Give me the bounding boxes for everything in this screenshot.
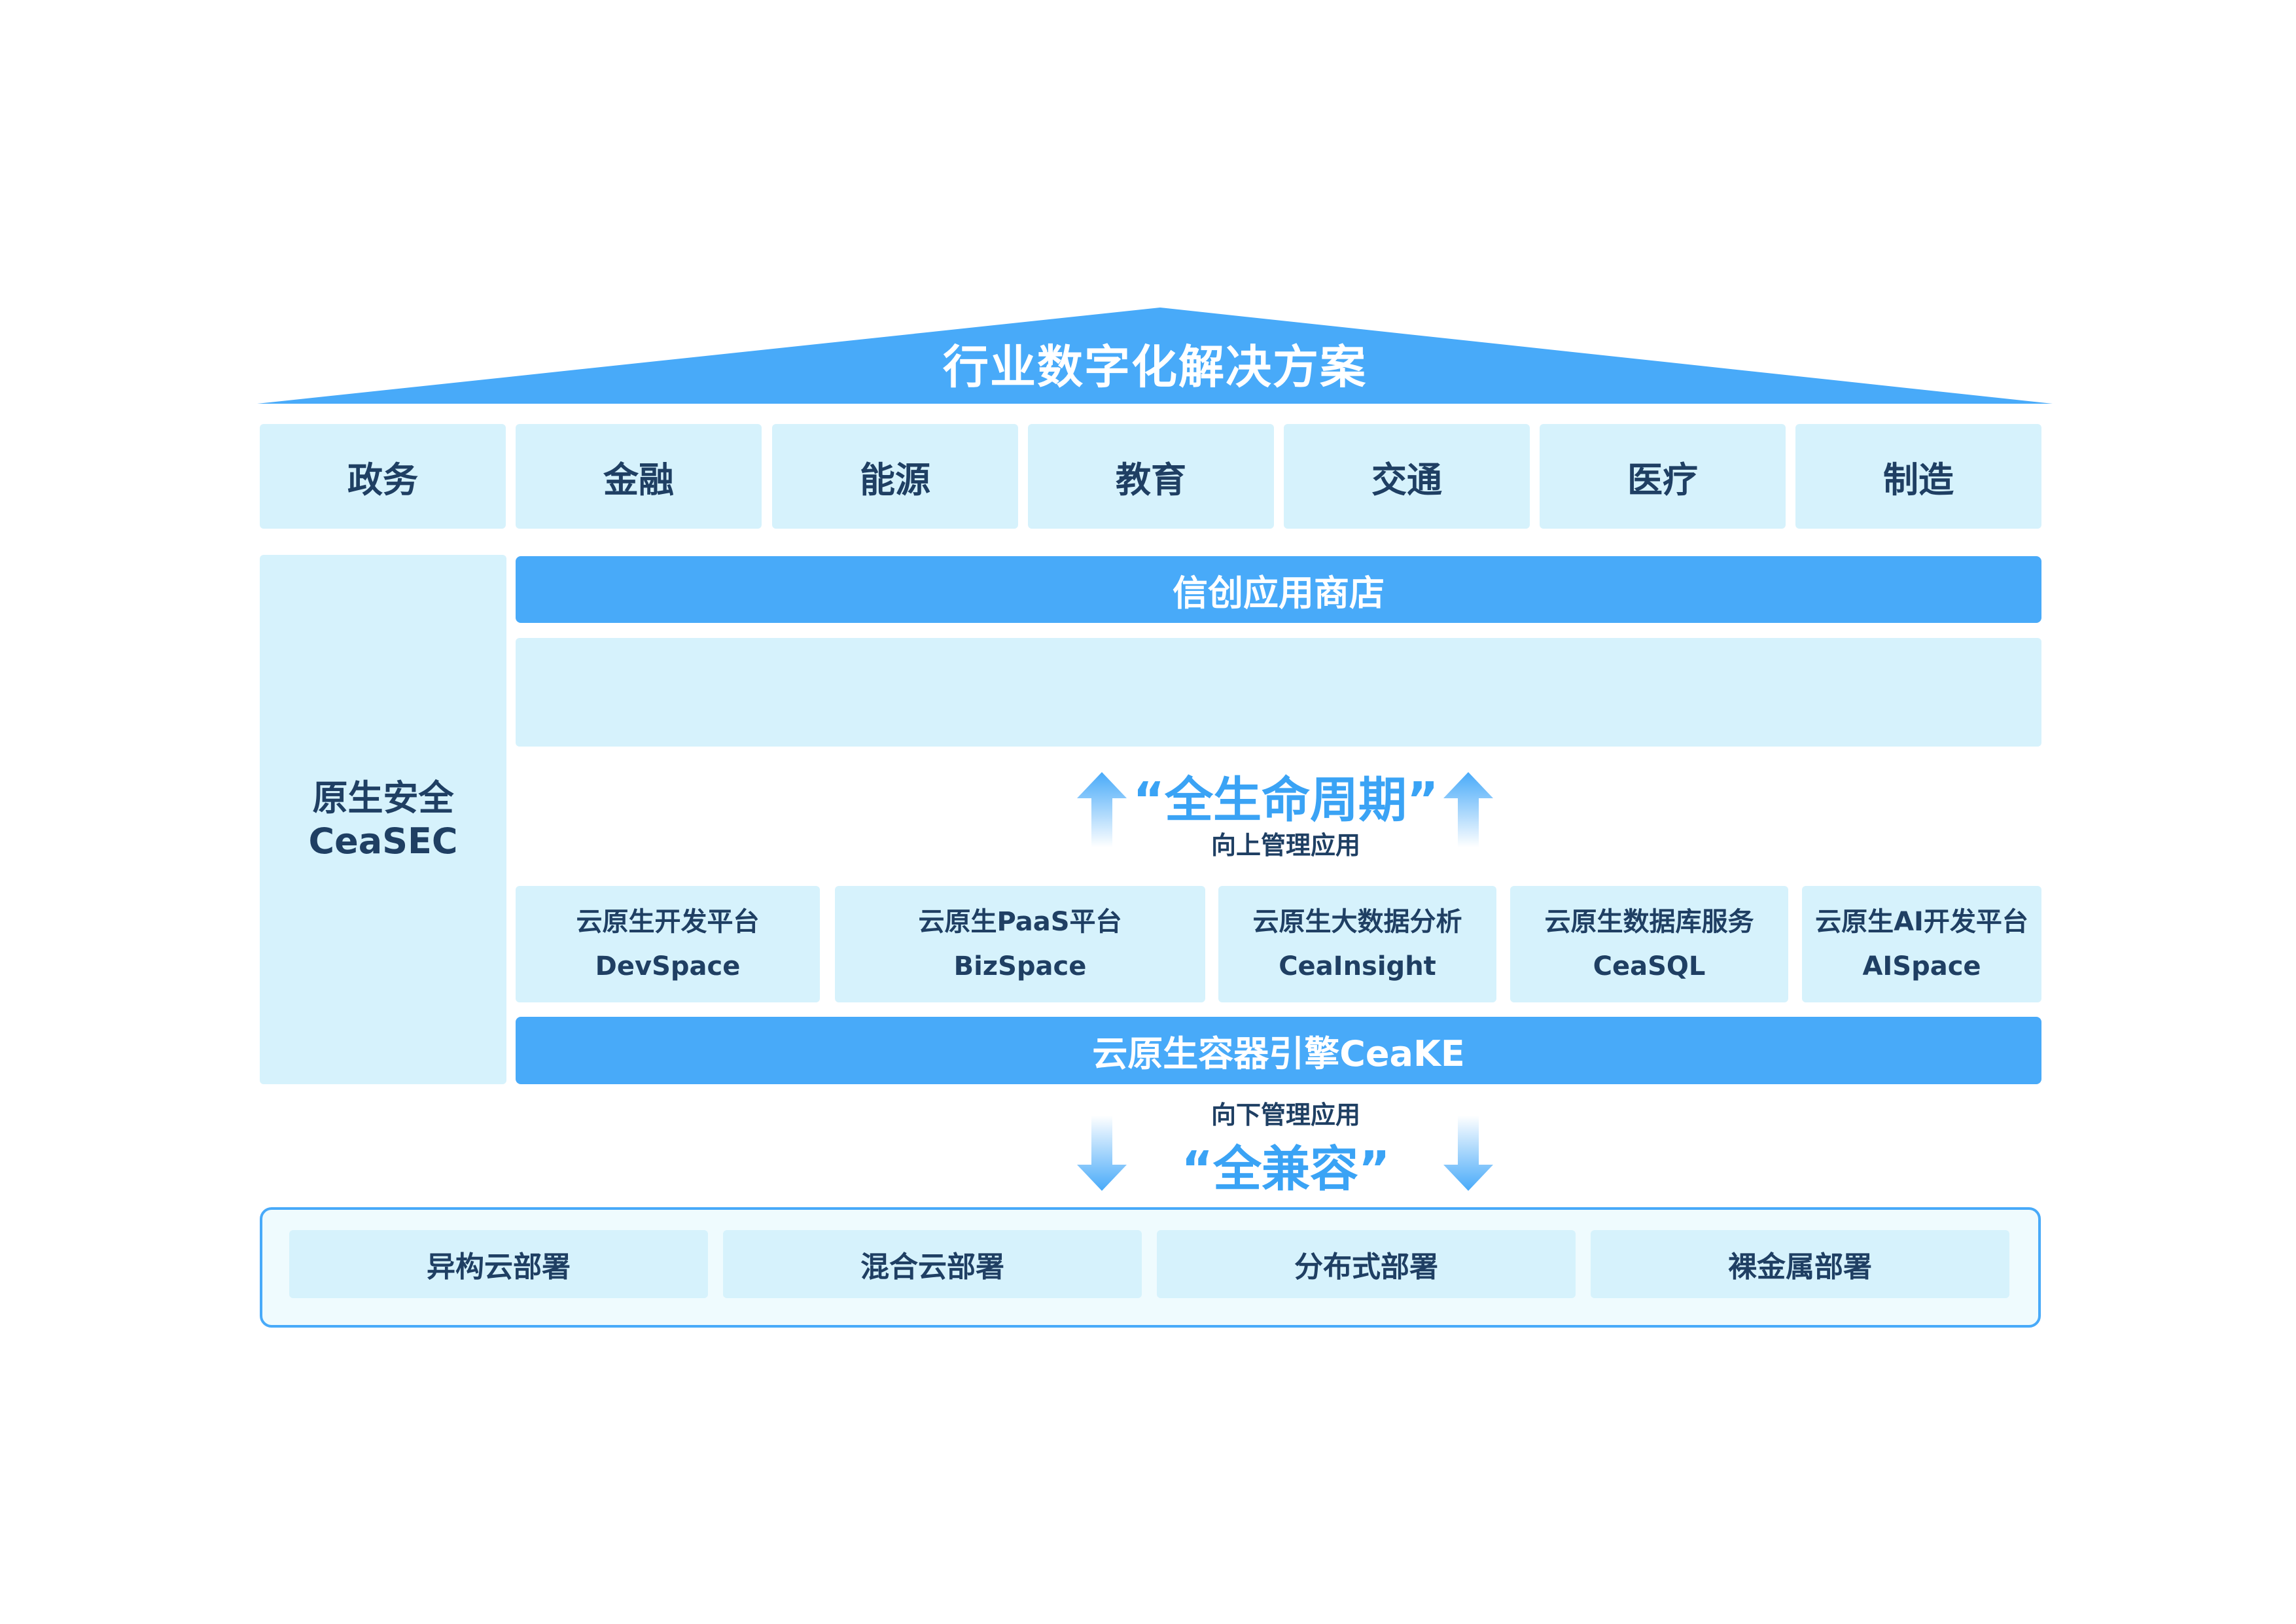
platform-card: 云原生大数据分析 CeaInsight [1218, 886, 1496, 1002]
industry-medical: 医疗 [1540, 424, 1786, 529]
security-code: CeaSEC [308, 820, 458, 862]
platform-card: 云原生开发平台 DevSpace [516, 886, 820, 1002]
security-label: 原生安全 [312, 777, 454, 819]
security-column: 原生安全 CeaSEC [260, 555, 506, 1084]
platform-name: 云原生数据库服务 [1544, 907, 1754, 937]
up-arrow-icon [1077, 772, 1127, 847]
platform-code: AISpace [1862, 951, 1981, 981]
platform-name: 云原生AI开发平台 [1815, 907, 2028, 937]
lifecycle-title: “全生命周期” [1133, 771, 1439, 828]
industry-transport: 交通 [1284, 424, 1530, 529]
deployment-heterogeneous: 异构云部署 [289, 1230, 708, 1298]
industry-gov: 政务 [260, 424, 506, 529]
empty-panel [516, 638, 2041, 747]
compatible-title: “全兼容” [1181, 1140, 1390, 1197]
platform-code: BizSpace [953, 951, 1087, 981]
down-arrow-icon [1077, 1116, 1127, 1191]
lifecycle-subtitle: 向上管理应用 [1210, 830, 1360, 860]
industry-energy: 能源 [772, 424, 1018, 529]
deployment-distributed: 分布式部署 [1157, 1230, 1576, 1298]
container-engine-bar: 云原生容器引擎CeaKE [516, 1017, 2041, 1084]
platform-code: DevSpace [595, 951, 741, 981]
platform-card: 云原生PaaS平台 BizSpace [835, 886, 1205, 1002]
up-arrow-icon [1443, 772, 1493, 847]
roof-title: 行业数字化解决方案 [943, 340, 1367, 394]
compatible-subtitle: 向下管理应用 [1210, 1100, 1360, 1129]
industry-manufacturing: 制造 [1795, 424, 2041, 529]
platform-name: 云原生开发平台 [576, 907, 760, 937]
platform-card: 云原生数据库服务 CeaSQL [1510, 886, 1788, 1002]
platform-card: 云原生AI开发平台 AISpace [1802, 886, 2041, 1002]
app-store-bar: 信创应用商店 [516, 556, 2041, 623]
deployment-baremetal: 裸金属部署 [1591, 1230, 2009, 1298]
deployment-hybrid: 混合云部署 [723, 1230, 1142, 1298]
industry-finance: 金融 [516, 424, 762, 529]
platform-name: 云原生PaaS平台 [918, 907, 1122, 937]
down-arrow-icon [1443, 1116, 1493, 1191]
platform-code: CeaInsight [1279, 951, 1436, 981]
industry-education: 教育 [1028, 424, 1274, 529]
roof-shape [257, 308, 2053, 404]
platform-name: 云原生大数据分析 [1252, 907, 1462, 937]
platform-code: CeaSQL [1593, 951, 1706, 981]
